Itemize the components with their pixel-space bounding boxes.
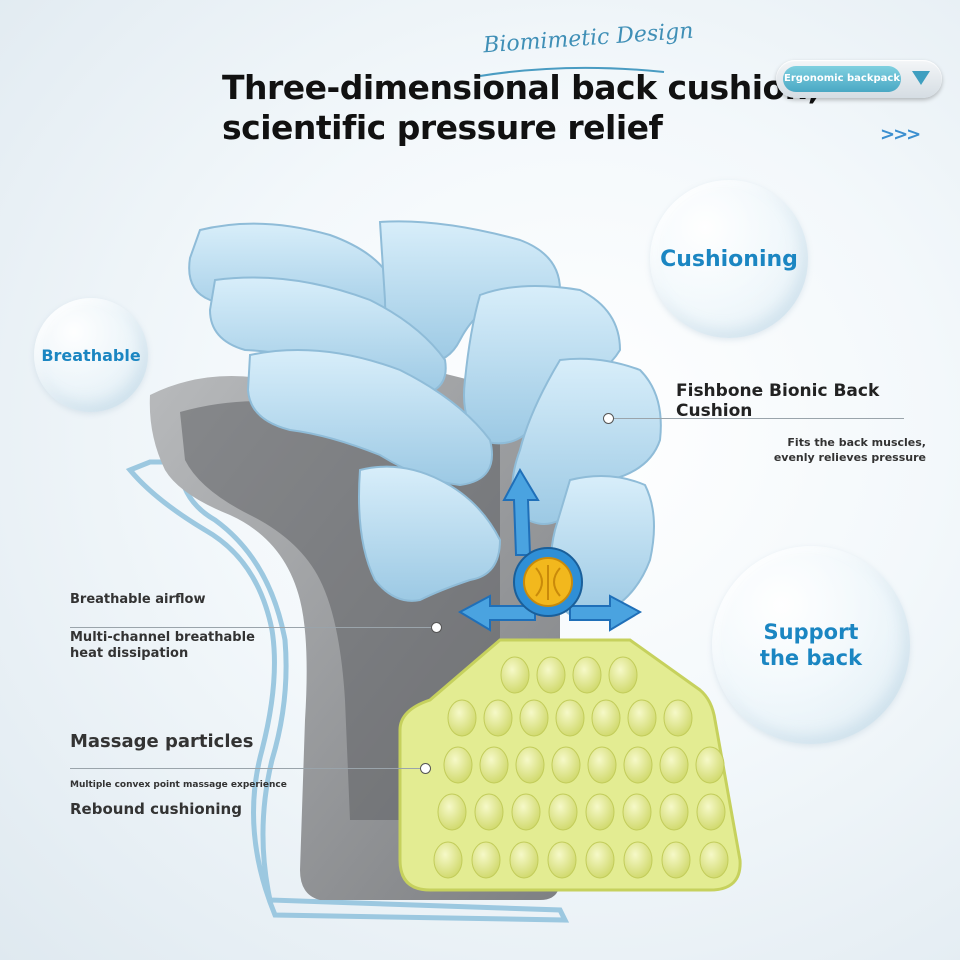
massage-bump [623,841,653,879]
massage-bump [437,793,467,831]
bubble-breathable: Breathable [34,298,148,412]
airflow-leader-line [70,627,432,628]
massage-bump [608,656,638,694]
title-line-2: scientific pressure relief [222,108,663,147]
massage-leader-dot [420,763,431,774]
massage-bump [519,699,549,737]
massage-bump [479,746,509,784]
massage-bump [659,793,689,831]
airflow-description: Multi-channel breathable heat dissipatio… [70,630,255,662]
massage-bump [591,699,621,737]
outline-frame [125,459,570,923]
dropdown-label: Ergonomic backpack [783,66,901,92]
massage-bump [623,746,653,784]
chevrons-right-icon: >>> [880,124,921,145]
massage-bump [433,841,463,879]
airflow-desc-line-2: heat dissipation [70,646,189,661]
bubble-support: Support the back [712,546,910,744]
arrow-up-icon [502,467,540,556]
massage-title: Massage particles [70,731,254,752]
fishbone-desc-line-2: evenly relieves pressure [773,451,926,464]
massage-bump [663,699,693,737]
massage-bump [699,841,729,879]
massage-bump [661,841,691,879]
page-title: Three-dimensional back cushion, scientif… [222,68,820,148]
massage-bump [447,699,477,737]
arrow-right-icon [569,594,643,632]
fishbone-desc-line-1: Fits the back muscles, [787,436,926,449]
airflow-desc-line-1: Multi-channel breathable [70,630,255,645]
massage-bump [551,746,581,784]
massage-description: Multiple convex point massage experience [70,780,287,790]
pad [246,349,493,487]
massage-bump [696,793,726,831]
fishbone-leader-dot [603,413,614,424]
pad [358,465,502,602]
ergonomic-backpack-dropdown[interactable]: Ergonomic backpack [776,60,942,98]
massage-bump [585,793,615,831]
rebound-label: Rebound cushioning [70,800,242,818]
massage-bump [483,699,513,737]
bubble-support-line-2: the back [759,646,863,670]
massage-bump [509,841,539,879]
massage-bump [511,793,541,831]
massage-bump [659,746,689,784]
massage-bump [627,699,657,737]
massage-bump [536,656,566,694]
fishbone-leader-line [612,418,904,419]
massage-bump [471,841,501,879]
massage-bump [587,746,617,784]
script-underline [479,66,665,77]
massage-bump [695,746,725,784]
airflow-leader-dot [431,622,442,633]
massage-bumps [433,656,729,879]
triangle-down-icon[interactable] [912,71,930,85]
airflow-arrows [457,467,643,632]
massage-bump [555,699,585,737]
title-line-1: Three-dimensional back cushion, [222,68,820,107]
bubble-breathable-label: Breathable [41,345,141,365]
massage-bump [474,793,504,831]
massage-leader-line [70,768,422,769]
massage-bump [572,656,602,694]
massage-bump [622,793,652,831]
massage-bump [443,746,473,784]
massage-bump [547,841,577,879]
bubble-cushioning-label: Cushioning [660,246,798,272]
airflow-title: Breathable airflow [70,592,206,607]
fishbone-description: Fits the back muscles, evenly relieves p… [760,435,926,465]
massage-bump [548,793,578,831]
bubble-support-line-1: Support [763,620,859,644]
bubble-cushioning: Cushioning [650,180,808,338]
fishbone-title: Fishbone Bionic Back Cushion [676,381,880,421]
massage-bump [515,746,545,784]
massage-bump [585,841,615,879]
massage-bump [500,656,530,694]
